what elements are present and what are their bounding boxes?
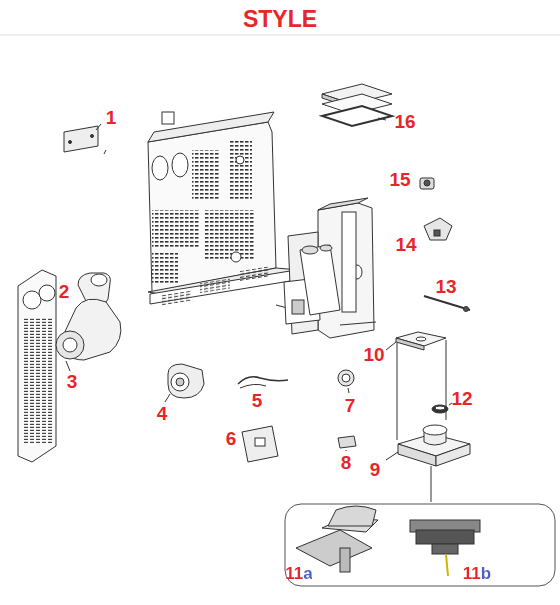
callout-number: 6 xyxy=(226,429,237,448)
callout-number: 1 xyxy=(106,108,117,127)
callout-number: 4 xyxy=(157,404,168,423)
callout-number: 16 xyxy=(394,112,415,131)
callout-number: 5 xyxy=(252,391,263,410)
callout-number: 11a xyxy=(285,565,312,582)
callout-number: 7 xyxy=(345,396,356,415)
callout-number: 8 xyxy=(341,453,352,472)
callout-number: 13 xyxy=(435,277,456,296)
callout-number: 15 xyxy=(389,170,410,189)
diagram-title: STYLE xyxy=(243,8,317,31)
callout-number: 9 xyxy=(370,460,381,479)
callout-number: 12 xyxy=(451,389,472,408)
callout-number: 14 xyxy=(395,235,416,254)
callout-number: 2 xyxy=(59,282,70,301)
callout-number: 10 xyxy=(363,345,384,364)
callout-number: 3 xyxy=(67,372,78,391)
callout-number: 11b xyxy=(463,565,491,582)
